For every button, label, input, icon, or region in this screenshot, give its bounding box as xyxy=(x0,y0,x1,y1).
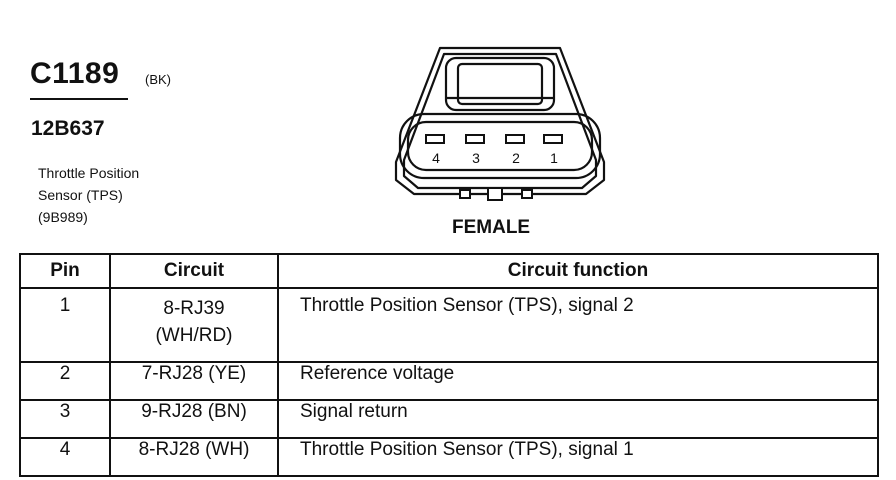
pin-cell: 4 xyxy=(19,437,111,477)
keying-tab xyxy=(487,187,503,201)
circuit-wire-color: (WH/RD) xyxy=(155,325,233,346)
pinout-table: Pin Circuit Circuit function 1 8-RJ39 (W… xyxy=(19,253,879,477)
connector-color: (BK) xyxy=(145,72,171,87)
connector-gender-label: FEMALE xyxy=(452,217,531,238)
terminal-cavity-block xyxy=(398,112,602,180)
circuit-cell: 7-RJ28 (YE) xyxy=(109,361,279,401)
table-row: 4 8-RJ28 (WH) Throttle Position Sensor (… xyxy=(19,437,879,477)
column-header-pin: Pin xyxy=(19,253,111,289)
part-number: 12B637 xyxy=(31,117,105,140)
keying-tab xyxy=(459,189,471,199)
function-cell: Signal return xyxy=(277,399,879,439)
component-description-line-2: Sensor (TPS) xyxy=(38,187,123,203)
column-header-circuit: Circuit xyxy=(109,253,279,289)
locking-latch-tab xyxy=(456,62,544,106)
connector-housing-outline xyxy=(394,46,606,196)
keying-tab xyxy=(521,189,533,199)
circuit-cell: 9-RJ28 (BN) xyxy=(109,399,279,439)
table-header-row: Pin Circuit Circuit function xyxy=(19,253,879,289)
terminal-cavity-block-inner xyxy=(406,120,594,172)
cavity-number: 2 xyxy=(512,150,520,166)
circuit-cell: 8-RJ28 (WH) xyxy=(109,437,279,477)
table-row: 1 8-RJ39 (WH/RD) Throttle Position Senso… xyxy=(19,287,879,363)
title-underline xyxy=(30,98,128,100)
function-cell: Reference voltage xyxy=(277,361,879,401)
terminal-slot xyxy=(465,134,485,144)
component-description-line-1: Throttle Position xyxy=(38,165,140,181)
pin-cell: 1 xyxy=(19,287,111,363)
pin-cell: 2 xyxy=(19,361,111,401)
function-cell: Throttle Position Sensor (TPS), signal 1 xyxy=(277,437,879,477)
cavity-number: 4 xyxy=(432,150,440,166)
connector-id: C1189 xyxy=(30,57,120,90)
terminal-slot xyxy=(505,134,525,144)
table-row: 2 7-RJ28 (YE) Reference voltage xyxy=(19,361,879,401)
cavity-number: 3 xyxy=(472,150,480,166)
cavity-number: 1 xyxy=(550,150,558,166)
locking-latch xyxy=(444,56,556,112)
function-cell: Throttle Position Sensor (TPS), signal 2 xyxy=(277,287,879,363)
connector-face-diagram: 4 3 2 1 xyxy=(394,46,606,201)
terminal-slot xyxy=(543,134,563,144)
pin-cell: 3 xyxy=(19,399,111,439)
component-description-line-3: (9B989) xyxy=(38,209,88,225)
terminal-slot xyxy=(425,134,445,144)
circuit-cell: 8-RJ39 (WH/RD) xyxy=(109,287,279,363)
column-header-circuit-function: Circuit function xyxy=(277,253,879,289)
table-row: 3 9-RJ28 (BN) Signal return xyxy=(19,399,879,439)
circuit-code: 8-RJ39 xyxy=(163,298,225,319)
